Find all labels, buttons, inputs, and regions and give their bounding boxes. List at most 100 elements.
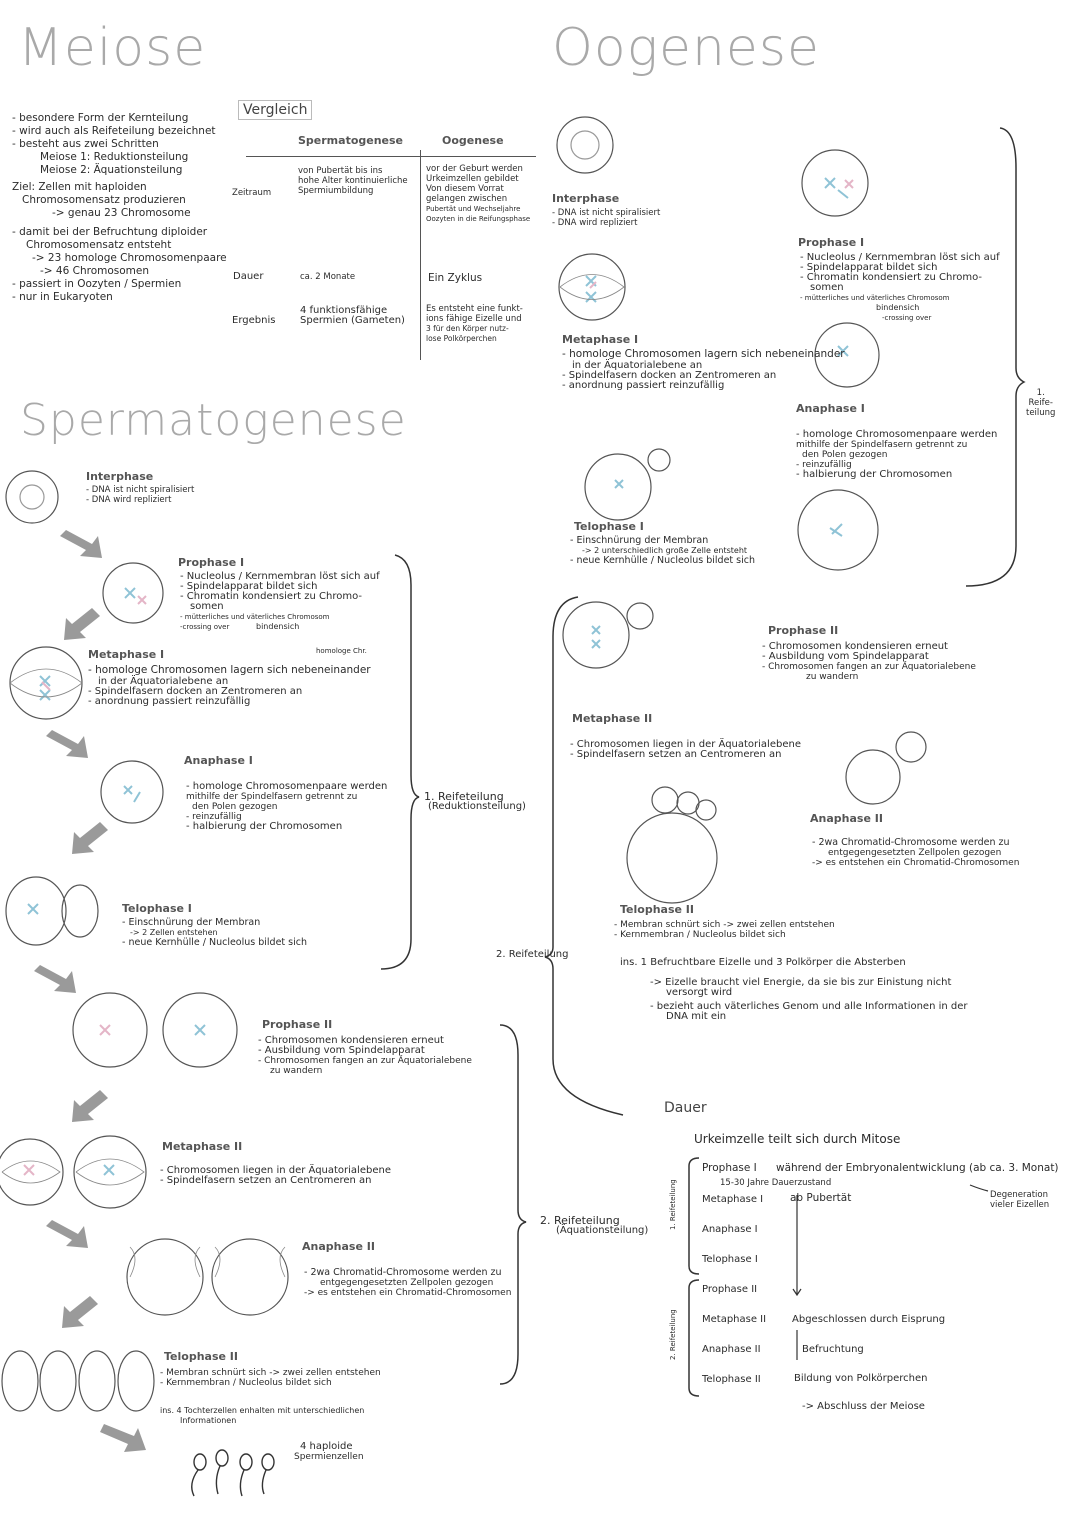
cell-line: ions fähige Eizelle und xyxy=(426,314,522,324)
oo-prophase2-notes: - Chromosomen kondensieren erneut - Ausb… xyxy=(762,641,976,683)
note-line: - Chromosomen liegen in der Äquatorialeb… xyxy=(570,739,801,750)
note-line: versorgt wird xyxy=(666,987,733,998)
cell-line: hohe Alter kontinuierliche xyxy=(298,176,408,186)
cell-anaphase2-oo xyxy=(845,749,901,805)
cell-metaphase2-sp-b xyxy=(73,1135,147,1209)
intro-line: - besondere Form der Kernteilung xyxy=(12,112,189,124)
oo-prophase1-notes: - Nucleolus / Kernmembran löst sich auf … xyxy=(800,253,1000,323)
note-line: - anordnung passiert reinzufällig xyxy=(562,380,725,391)
oo-anaphase2-notes: - 2wa Chromatid-Chromosome werden zu ent… xyxy=(812,837,1019,869)
dauer-metaphase1: Metaphase I xyxy=(702,1194,764,1205)
oo-telophase2-extra: ins. 1 Befruchtbare Eizelle und 3 Polkör… xyxy=(620,958,968,1022)
cell-metaphase1-oo xyxy=(558,253,626,321)
intro-line: -> 23 homologe Chromosomenpaare xyxy=(32,252,227,264)
note-line: - Chromosomen kondensieren erneut xyxy=(762,641,948,652)
note-line: - bezieht auch väterliches Genom und all… xyxy=(650,1001,968,1012)
cell-prophase2-sp-a xyxy=(72,992,148,1068)
cell-line: lose Polkörperchen xyxy=(426,334,497,343)
cell-prophase1-oo xyxy=(801,149,869,217)
dauer-prophase1: Prophase I xyxy=(702,1162,757,1174)
oo-metaphase1-notes: - homologe Chromosomen lagern sich neben… xyxy=(562,348,845,391)
sp-telophase1-label: Telophase I xyxy=(122,902,192,915)
note-line: in der Äquatorialebene an xyxy=(572,360,703,371)
sp-anaphase2-notes: - 2wa Chromatid-Chromosome werden zu ent… xyxy=(304,1267,511,1299)
intro-line: - besteht aus zwei Schritten xyxy=(12,138,159,150)
sp-prophase1-notes: - Nucleolus / Kernmembran löst sich auf … xyxy=(180,572,380,632)
cell-telophase1-sp-a xyxy=(5,876,67,946)
intro-line: Meiose 2: Äquationsteilung xyxy=(40,164,183,176)
vergleich-col-sperm: Spermatogenese xyxy=(298,134,404,147)
title-spermatogenese: Spermatogenese xyxy=(20,395,407,446)
intro-line: Chromosomensatz produzieren xyxy=(22,194,186,206)
note-line: - 2wa Chromatid-Chromosome werden zu xyxy=(812,837,1010,848)
cell-telophase2-sp xyxy=(1,1350,39,1412)
note-line: - homologe Chromosomen lagern sich neben… xyxy=(88,664,371,676)
title-oogenese: Oogenese xyxy=(552,18,820,78)
note-line: - neue Kernhülle / Nucleolus bildet sich xyxy=(570,555,756,566)
note-line: -> 2 unterschiedlich große Zelle entsteh… xyxy=(582,546,748,555)
dauer-embryo: während der Embryonalentwicklung (ab ca.… xyxy=(776,1162,1059,1174)
note-line: - Chromatin kondensiert zu Chromo- xyxy=(800,272,983,283)
note-line: -> 2 Zellen entstehen xyxy=(130,928,218,937)
oo-metaphase2-notes: - Chromosomen liegen in der Äquatorialeb… xyxy=(570,740,801,760)
dauer-ab-pubertaet: ab Pubertät xyxy=(790,1192,852,1204)
sp-telophase2-label: Telophase II xyxy=(164,1350,238,1363)
note-line: 4 haploide xyxy=(300,1441,353,1452)
note-line: - halbierung der Chromosomen xyxy=(186,821,343,832)
note-line: - reinzufällig xyxy=(186,812,242,822)
note-line: den Polen gezogen xyxy=(192,802,278,812)
intro-line: Meiose 1: Reduktionsteilung xyxy=(40,151,189,163)
sp-telophase1-notes: - Einschnürung der Membran -> 2 Zellen e… xyxy=(122,918,307,948)
oo-metaphase2-label: Metaphase II xyxy=(572,712,653,725)
dauer-dauerzustand: 15-30 Jahre Dauerzustand xyxy=(720,1178,832,1188)
note-line: zu wandern xyxy=(806,672,859,682)
flow-arrows xyxy=(34,530,146,1452)
oo-metaphase1-label: Metaphase I xyxy=(562,333,639,346)
sp-bracket-reifeteilung1: 1. Reifeteilung (Reduktionsteilung) xyxy=(424,790,526,812)
meiose-intro: - besondere Form der Kernteilung - wird … xyxy=(12,112,227,304)
sp-prophase2-notes: - Chromosomen kondensieren erneut - Ausb… xyxy=(258,1036,472,1077)
bracket-line: (Reduktionsteilung) xyxy=(428,801,526,812)
oo-zeitraum: vor der Geburt werden Urkeimzellen gebil… xyxy=(426,164,530,224)
note-line: bindensich xyxy=(256,622,300,631)
note-line: entgegengesetzten Zellpolen gezogen xyxy=(320,1278,494,1288)
dauer-eisprung: Abgeschlossen durch Eisprung xyxy=(792,1314,946,1325)
oo-telophase1-label: Telophase I xyxy=(574,520,644,533)
note-line: zu wandern xyxy=(270,1066,323,1076)
deg-line: vieler Eizellen xyxy=(990,1200,1050,1210)
note-line: in der Äquatorialebene an xyxy=(98,676,229,687)
note-line: -crossing over xyxy=(882,314,932,322)
note-line: - homologe Chromosomen lagern sich neben… xyxy=(562,348,845,360)
cell-interphase-oo xyxy=(556,116,614,174)
sp-prophase1-label: Prophase I xyxy=(178,556,245,569)
cell-telophase2-oo xyxy=(626,812,718,904)
oo-prophase2-label: Prophase II xyxy=(768,624,839,637)
note-line: - Spindelapparat bildet sich xyxy=(180,581,318,592)
oo-telophase2-notes: - Membran schnürt sich -> zwei zellen en… xyxy=(614,920,835,940)
cell-line: Spermien (Gameten) xyxy=(300,315,405,326)
note-line: ins. 4 Tochterzellen enhalten mit unters… xyxy=(160,1406,365,1415)
note-line: - Chromosomen fangen an zur Äquatorialeb… xyxy=(762,662,976,672)
sp-telophase2-tochter: ins. 4 Tochterzellen enhalten mit unters… xyxy=(160,1406,364,1426)
note-line: - 2wa Chromatid-Chromosome werden zu xyxy=(304,1267,502,1278)
cell-line: Spermiumbildung xyxy=(298,186,374,196)
oo-dauer: Ein Zyklus xyxy=(428,272,483,284)
cell-line: Es entsteht eine funkt- xyxy=(426,304,523,314)
note-line: - Spindelfasern setzen an Centromeren an xyxy=(570,749,782,760)
dauer-anaphase2: Anaphase II xyxy=(702,1344,761,1355)
note-line: - Chromosomen liegen in der Äquatorialeb… xyxy=(160,1165,391,1176)
sp-prophase2-label: Prophase II xyxy=(262,1018,333,1031)
deg-line: Degeneration xyxy=(990,1190,1049,1200)
bracket-line: 1. xyxy=(1036,388,1045,398)
cell-telophase1-oo xyxy=(584,453,652,521)
sperm-zeitraum: von Pubertät bis ins hohe Alter kontinui… xyxy=(298,166,408,196)
dauer-polkoerper: Bildung von Polkörperchen xyxy=(794,1373,928,1384)
bracket-line: 1. Reifeteilung xyxy=(424,790,504,803)
dauer-abschluss: -> Abschluss der Meiose xyxy=(802,1401,925,1412)
note-line: - Chromatin kondensiert zu Chromo- xyxy=(180,591,363,602)
sperm-ergebnis: 4 funktionsfähige Spermien (Gameten) xyxy=(300,306,405,326)
sp-metaphase1-notes: - homologe Chromosomen lagern sich neben… xyxy=(88,664,371,707)
note-line: -crossing over xyxy=(180,623,230,631)
bracket-line: 2. Reifeteilung xyxy=(540,1214,620,1227)
intro-line: - passiert in Oozyten / Spermien xyxy=(12,278,182,290)
